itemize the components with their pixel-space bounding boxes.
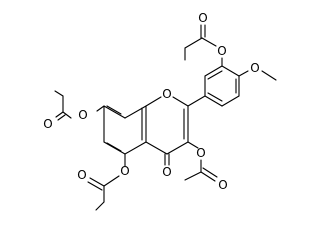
molecule-structure: O O O O O O O O O O O [43, 11, 277, 211]
acetoxy-7-oxygen-label: O [78, 108, 87, 122]
acetoxy-3prime-oxygen-label: O [217, 44, 226, 58]
acetoxy-5-carbonyl-oxygen-label: O [77, 168, 86, 182]
ring-a-bonds [103, 105, 147, 155]
acetoxy-5-bonds [87, 153, 126, 211]
acetoxy-3-carbonyl-oxygen-label: O [218, 178, 227, 192]
ring-b-bonds [187, 65, 240, 107]
methoxy-oxygen-label: O [250, 61, 259, 75]
methoxy-4prime-bonds [238, 70, 277, 81]
acetoxy-3prime-bonds [184, 24, 223, 67]
acetoxy-5-oxygen-label: O [120, 164, 129, 178]
acetoxy-7-carbonyl-oxygen-label: O [43, 117, 52, 131]
atom-labels: O O O O O O O O O O O [43, 11, 259, 192]
acetoxy-3prime-carbonyl-oxygen-label: O [198, 11, 207, 25]
acetoxy-3-oxygen-label: O [196, 146, 205, 160]
acetoxy-7-bonds [54, 90, 105, 121]
acetoxy-3-bonds [184, 141, 218, 182]
carbonyl-oxygen-label: O [162, 165, 171, 179]
ring-c-bonds [145, 96, 189, 166]
molecule-canvas: O O O O O O O O O O O [43, 11, 277, 211]
ring-oxygen-label: O [162, 87, 171, 101]
